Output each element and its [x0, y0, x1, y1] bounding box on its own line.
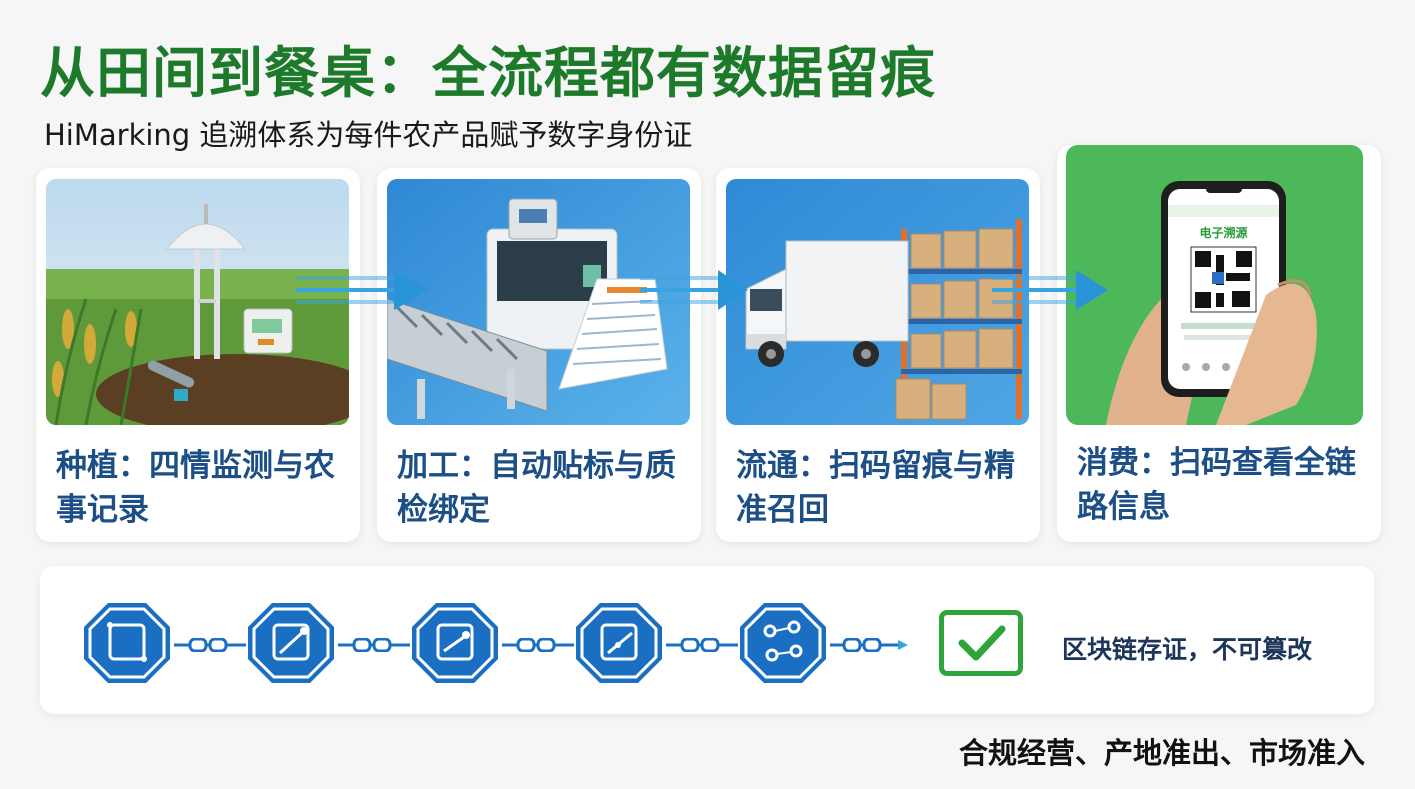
inspection-report-icon — [558, 278, 668, 390]
stage-label-consumption: 消费：扫码查看全链路信息 — [1077, 445, 1356, 525]
block-node-icon — [248, 603, 334, 683]
stage-card-logistics: 流通：扫码留痕与精准召回 — [716, 168, 1040, 542]
flow-arrow-icon — [296, 270, 428, 310]
logistics-warehouse-image — [726, 179, 1029, 425]
qr-code-icon — [1190, 246, 1257, 313]
chain-link-icon — [502, 638, 574, 652]
stage-label-processing: 加工：自动贴标与质检绑定 — [397, 448, 676, 528]
block-node-icon — [576, 603, 662, 683]
chain-link-icon — [830, 638, 908, 652]
stage-card-consumption: 电子溯源 — [1057, 145, 1381, 542]
phone-scan-image: 电子溯源 — [1066, 145, 1363, 425]
blockchain-caption: 区块链存证，不可篡改 — [1062, 635, 1313, 664]
processing-line-image — [387, 179, 690, 425]
block-node-icon — [412, 603, 498, 683]
weather-station-icon — [165, 204, 247, 359]
block-node-icon — [84, 603, 170, 683]
blockchain-panel: 区块链存证，不可篡改 — [40, 566, 1374, 714]
stage-card-processing: 加工：自动贴标与质检绑定 — [377, 168, 701, 542]
chain-link-icon — [666, 638, 738, 652]
stage-label-logistics: 流通：扫码留痕与精准召回 — [736, 448, 1015, 528]
page-title: 从田间到餐桌：全流程都有数据留痕 — [40, 41, 937, 105]
stage-label-planting: 种植：四情监测与农事记录 — [56, 448, 335, 528]
phone-screen-title: 电子溯源 — [1199, 225, 1247, 240]
farm-field-image — [46, 179, 349, 425]
block-node-icon — [740, 603, 826, 683]
page-subtitle: HiMarking 追溯体系为每件农产品赋予数字身份证 — [44, 118, 693, 152]
flow-arrow-icon — [640, 270, 748, 310]
warehouse-shelf-icon — [895, 219, 1022, 420]
chain-link-icon — [174, 638, 246, 652]
flow-arrow-icon — [992, 270, 1108, 310]
verified-check-icon — [939, 610, 1023, 676]
stage-card-planting: 种植：四情监测与农事记录 — [36, 168, 360, 542]
chain-link-icon — [338, 638, 410, 652]
delivery-truck-icon — [745, 240, 909, 367]
footer-tagline: 合规经营、产地准出、市场准入 — [958, 736, 1365, 770]
